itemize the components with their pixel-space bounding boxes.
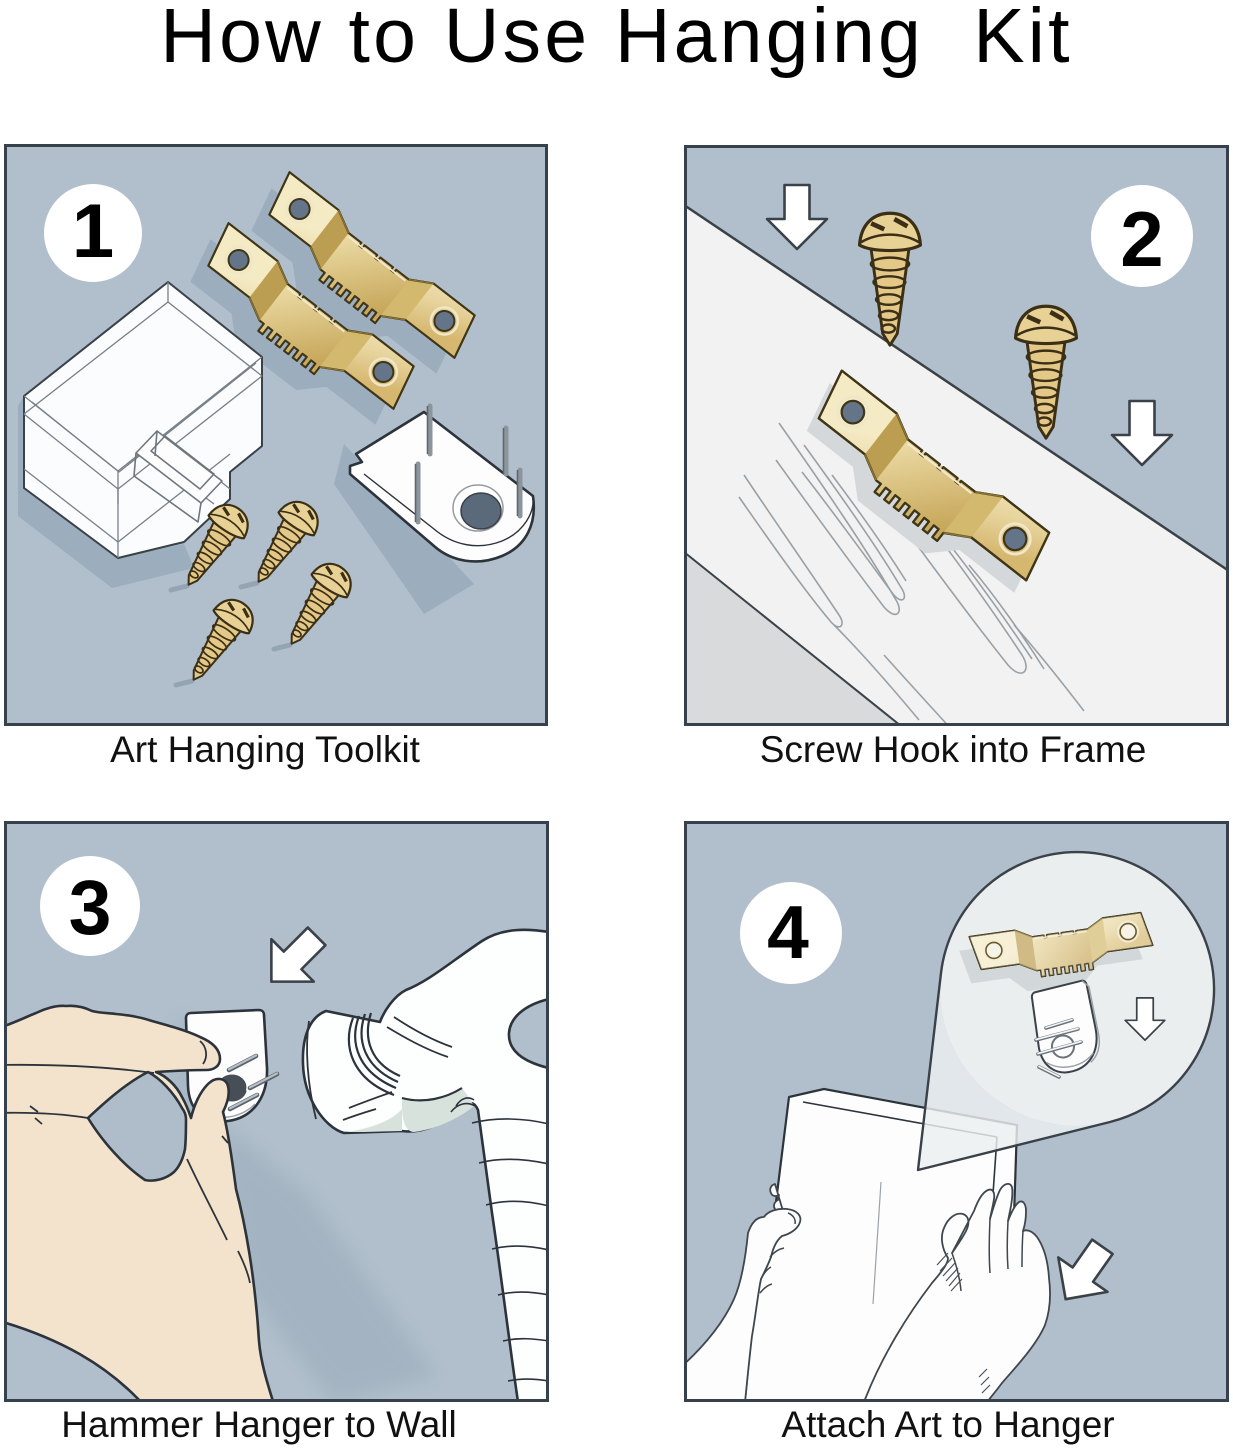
svg-text:4: 4 xyxy=(767,890,809,974)
svg-text:2: 2 xyxy=(1120,195,1163,283)
svg-text:1: 1 xyxy=(72,189,114,274)
svg-text:3: 3 xyxy=(69,865,112,951)
